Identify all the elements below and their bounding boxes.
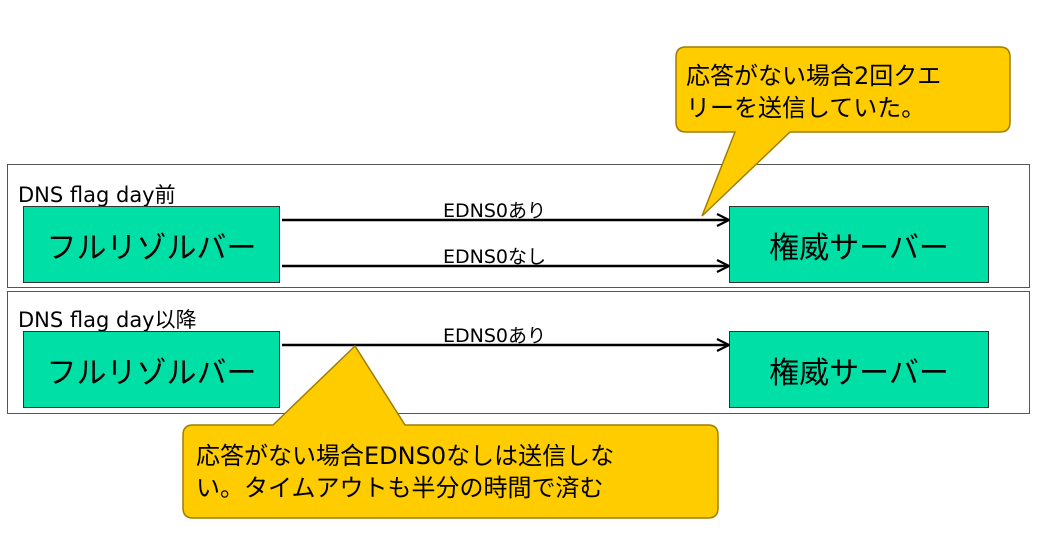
callout-line: 応答がない場合EDNS0なしは送信しな [196,442,615,470]
callout-after-text: 応答がない場合EDNS0なしは送信しな い。タイムアウトも半分の時間で済む [196,440,614,504]
callout-before [675,46,1011,217]
edge-label-edns0: EDNS0あり [443,200,546,222]
full-resolver-node: フルリゾルバー [23,331,280,408]
authoritative-server-node: 権威サーバー [729,331,989,408]
callout-line: リーを送信していた。 [686,94,926,122]
full-resolver-node: フルリゾルバー [23,206,280,283]
panel-title: DNS flag day前 [18,183,176,207]
callout-line: い。タイムアウトも半分の時間で済む [196,474,604,502]
edge-label-no-edns0: EDNS0なし [443,246,546,268]
callout-before-text: 応答がない場合2回クエ リーを送信していた。 [686,60,941,124]
authoritative-server-node: 権威サーバー [729,206,989,283]
callout-after [182,344,719,519]
callout-line: 応答がない場合2回クエ [686,62,942,90]
panel-title: DNS flag day以降 [18,308,197,332]
edge-label-edns0: EDNS0あり [443,325,546,347]
